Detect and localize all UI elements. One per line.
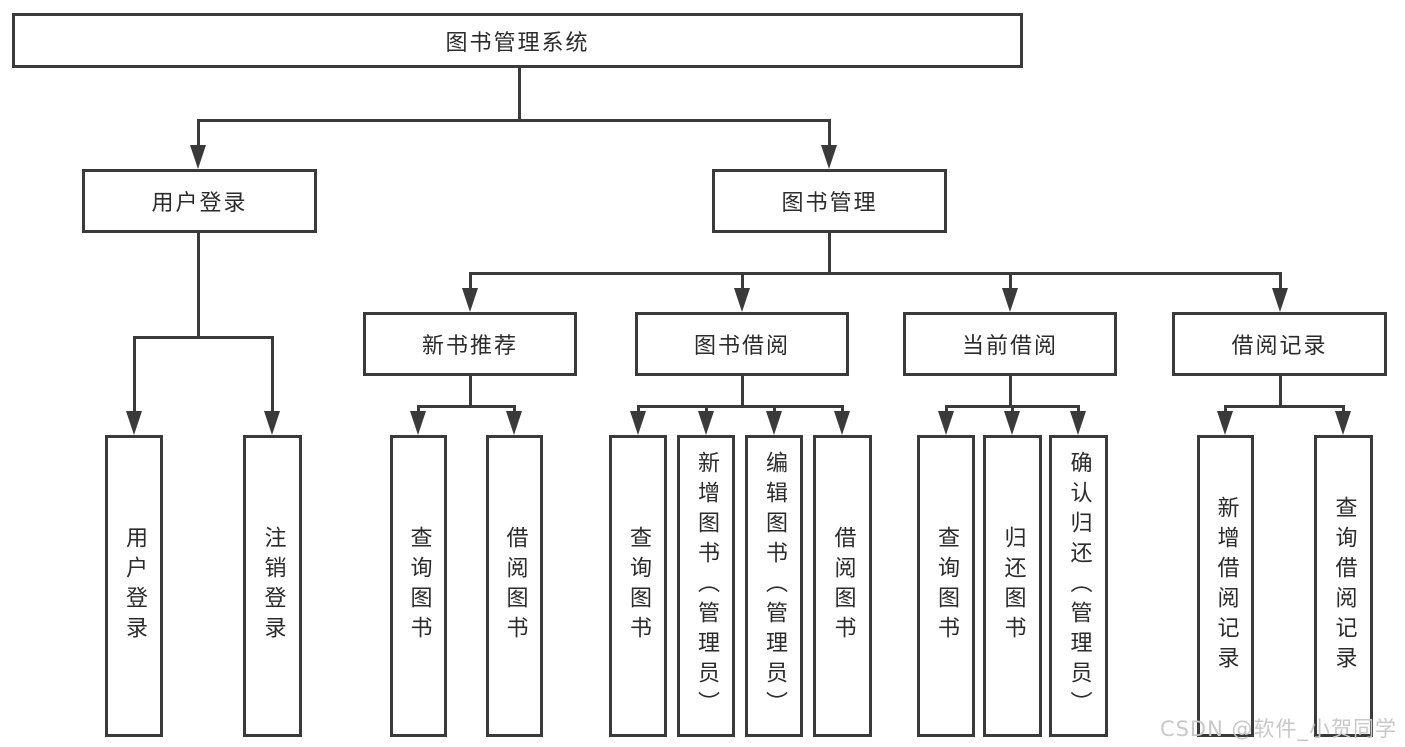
connector-line: [1278, 375, 1282, 407]
connector-line: [1278, 272, 1282, 294]
leaf-borrow-books-borrowing: 借阅图书: [813, 435, 872, 737]
node-book-borrowing: 图书借阅: [635, 312, 849, 376]
leaf-query-books-recommend: 查询图书: [390, 435, 447, 737]
connector-line: [196, 119, 200, 151]
arrowhead-down-icon: [190, 145, 206, 169]
arrowhead-down-icon: [506, 411, 522, 435]
arrowhead-down-icon: [821, 145, 837, 169]
leaf-borrow-books-recommend: 借阅图书: [486, 435, 543, 737]
arrowhead-down-icon: [1070, 411, 1086, 435]
arrowhead-down-icon: [1002, 288, 1018, 312]
leaf-query-books-borrowing: 查询图书: [609, 435, 667, 737]
arrowhead-down-icon: [630, 411, 646, 435]
node-root: 图书管理系统: [12, 13, 1023, 68]
connector-line: [517, 67, 521, 121]
node-new-book-recommend: 新书推荐: [363, 312, 577, 376]
arrowhead-down-icon: [734, 288, 750, 312]
arrowhead-down-icon: [766, 411, 782, 435]
csdn-watermark: CSDN @软件_小贺同学: [1159, 717, 1397, 741]
connector-line: [637, 404, 843, 408]
arrowhead-down-icon: [938, 411, 954, 435]
connector-line: [270, 336, 274, 418]
connector-line: [417, 404, 516, 408]
leaf-query-borrow-record: 查询借阅记录: [1314, 435, 1373, 737]
arrowhead-down-icon: [1272, 288, 1288, 312]
leaf-add-borrow-record: 新增借阅记录: [1197, 435, 1254, 737]
arrowhead-down-icon: [834, 411, 850, 435]
connector-line: [469, 271, 1281, 275]
connector-line: [132, 336, 136, 418]
connector-line: [827, 119, 831, 151]
connector-line: [197, 118, 831, 122]
leaf-add-books-admin: 新增图书（管理员）: [677, 435, 735, 737]
leaf-user-login: 用户登录: [105, 435, 163, 737]
leaf-return-books: 归还图书: [983, 435, 1042, 737]
connector-line: [827, 233, 831, 274]
connector-line: [468, 375, 472, 407]
connector-line: [1008, 272, 1012, 294]
node-book-management: 图书管理: [712, 169, 947, 233]
node-user-login: 用户登录: [82, 169, 317, 233]
leaf-confirm-return-admin: 确认归还（管理员）: [1049, 435, 1108, 737]
connector-line: [196, 233, 200, 338]
arrowhead-down-icon: [264, 411, 280, 435]
arrowhead-down-icon: [1335, 411, 1351, 435]
arrowhead-down-icon: [1217, 411, 1233, 435]
arrowhead-down-icon: [126, 411, 142, 435]
connector-line: [133, 335, 273, 339]
connector-line: [740, 272, 744, 294]
connector-line: [1008, 375, 1012, 407]
node-current-borrowing: 当前借阅: [903, 312, 1117, 376]
arrowhead-down-icon: [462, 288, 478, 312]
arrowhead-down-icon: [410, 411, 426, 435]
leaf-query-books-current: 查询图书: [917, 435, 975, 737]
connector-line: [1224, 404, 1344, 408]
arrowhead-down-icon: [698, 411, 714, 435]
leaf-logout: 注销登录: [243, 435, 302, 737]
connector-line: [740, 375, 744, 407]
arrowhead-down-icon: [1004, 411, 1020, 435]
node-borrowing-records: 借阅记录: [1172, 312, 1387, 376]
connector-line: [468, 272, 472, 294]
leaf-edit-books-admin: 编辑图书（管理员）: [745, 435, 803, 737]
